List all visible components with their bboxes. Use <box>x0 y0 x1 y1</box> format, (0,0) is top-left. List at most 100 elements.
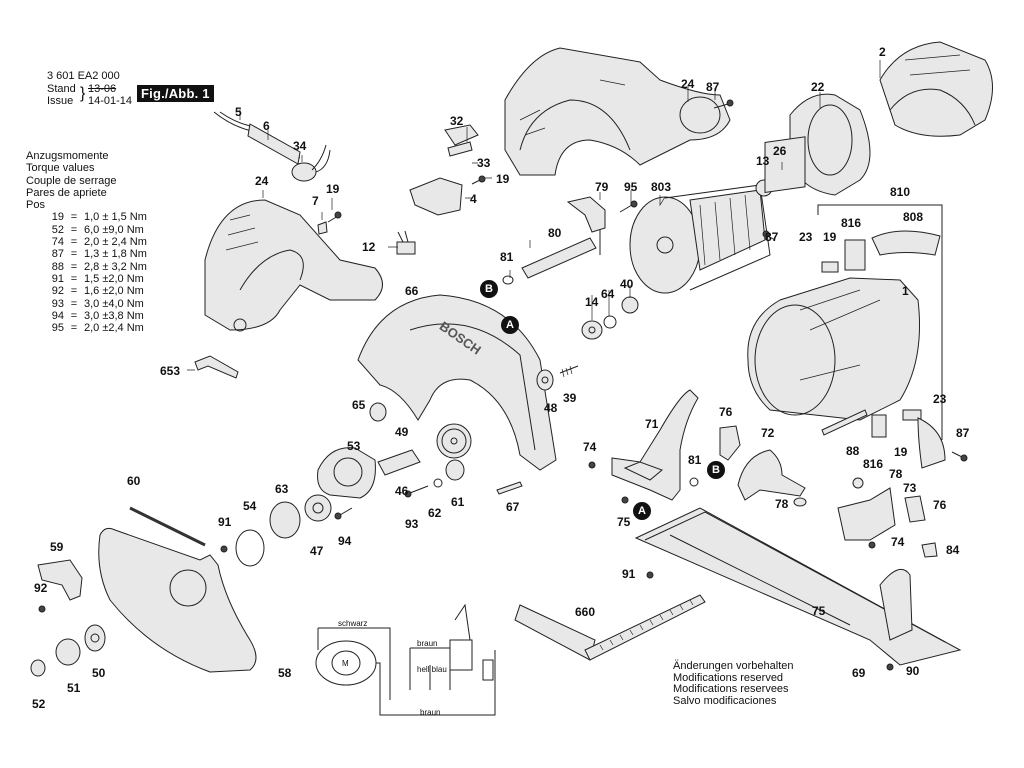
callout-19: 19 <box>894 445 908 459</box>
callout-65: 65 <box>352 398 366 412</box>
cable-clamp <box>291 162 317 182</box>
torque-pos-label: Pos <box>26 199 45 212</box>
stand-value: 13-06 <box>88 83 117 95</box>
callout-67: 67 <box>506 500 520 514</box>
hex-key <box>194 355 239 379</box>
blade-guard-lower <box>98 527 257 673</box>
callout-660: 660 <box>575 605 596 619</box>
callout-74: 74 <box>891 535 905 549</box>
power-cable <box>213 111 301 159</box>
callout-26: 26 <box>773 144 787 158</box>
callout-22: 22 <box>811 80 825 94</box>
bevel-bracket <box>837 487 896 541</box>
part-number: 3 601 EA2 000 <box>47 70 120 82</box>
torque-row: 93=3,0 ±4,0 Nm <box>51 297 144 310</box>
callout-47: 47 <box>310 544 324 558</box>
torque-row: 87=1,3 ± 1,8 Nm <box>51 248 147 261</box>
callout-54: 54 <box>243 499 257 513</box>
callout-95: 95 <box>624 180 638 194</box>
motor-symbol: M <box>342 659 349 668</box>
wire-label-braun-bottom: braun <box>420 708 441 717</box>
torque-row: 88=2,8 ± 3,2 Nm <box>51 260 147 273</box>
callout-90: 90 <box>906 664 920 678</box>
callout-34: 34 <box>293 139 307 153</box>
callout-33: 33 <box>477 156 491 170</box>
callout-76: 76 <box>719 405 733 419</box>
callout-19: 19 <box>496 172 510 186</box>
callout-59: 59 <box>50 540 64 554</box>
callout-76: 76 <box>933 498 947 512</box>
callout-87: 87 <box>956 426 970 440</box>
note-de: Änderungen vorbehalten <box>673 660 794 672</box>
callout-32: 32 <box>450 114 464 128</box>
switch <box>409 177 463 216</box>
callout-71: 71 <box>645 417 659 431</box>
callout-75: 75 <box>812 604 826 618</box>
callout-48: 48 <box>544 401 558 415</box>
figure-label: Fig./Abb. 1 <box>137 85 214 102</box>
callout-62: 62 <box>428 506 442 520</box>
issue-value: 14-01-14 <box>88 95 133 107</box>
callout-52: 52 <box>32 697 46 711</box>
callout-88: 88 <box>846 444 860 458</box>
torque-row: 52=6,0 ±9,0 Nm <box>51 223 144 236</box>
callout-803: 803 <box>651 180 672 194</box>
callout-2: 2 <box>879 45 886 59</box>
callout-14: 14 <box>585 295 599 309</box>
wiring-diagram <box>315 603 496 716</box>
callout-94: 94 <box>338 534 352 548</box>
brace-icon: } <box>80 85 86 102</box>
note-es: Salvo modificaciones <box>673 694 777 707</box>
callout-24: 24 <box>681 77 695 91</box>
stand-label: Stand <box>47 83 76 95</box>
callout-87: 87 <box>706 80 720 94</box>
callout-653: 653 <box>160 364 181 378</box>
torque-title-de: Anzugsmomente <box>26 150 109 162</box>
callout-39: 39 <box>563 391 577 405</box>
callout-60: 60 <box>127 474 141 488</box>
torque-row: 19=1,0 ± 1,5 Nm <box>51 211 147 224</box>
callout-87: 87 <box>765 230 779 244</box>
callout-7: 7 <box>312 194 319 208</box>
callout-73: 73 <box>903 481 917 495</box>
torque-table: Anzugsmomente Torque values Couple de se… <box>26 150 147 334</box>
callout-61: 61 <box>451 495 465 509</box>
callout-23: 23 <box>799 230 813 244</box>
callout-23: 23 <box>933 392 947 406</box>
callout-93: 93 <box>405 517 419 531</box>
motor-housing <box>747 277 920 421</box>
bearing-flange <box>317 447 376 499</box>
modifications-note: Änderungen vorbehalten Modifications res… <box>673 660 794 707</box>
callout-51: 51 <box>67 681 81 695</box>
marker-a: A <box>633 502 651 520</box>
housing-top <box>504 47 731 176</box>
fan <box>629 196 701 294</box>
issue-label: Issue <box>47 95 74 107</box>
callout-1: 1 <box>902 284 909 298</box>
wire-label-schwarz: schwarz <box>338 619 368 628</box>
callout-816: 816 <box>841 216 862 230</box>
callout-91: 91 <box>218 515 232 529</box>
base-plate <box>634 507 962 666</box>
callout-81: 81 <box>500 250 514 264</box>
callout-19: 19 <box>823 230 837 244</box>
callout-78: 78 <box>775 497 789 511</box>
callout-4: 4 <box>470 192 477 206</box>
torque-row: 94=3,0 ±3,8 Nm <box>51 309 144 322</box>
callout-808: 808 <box>903 210 924 224</box>
armature <box>689 189 766 271</box>
callout-79: 79 <box>595 180 609 194</box>
callout-58: 58 <box>278 666 292 680</box>
callout-63: 63 <box>275 482 289 496</box>
spring <box>129 506 206 547</box>
torque-row: 91=1,5 ±2,0 Nm <box>51 272 144 285</box>
torque-title-fr: Couple de serrage <box>26 174 117 187</box>
torque-row: 95=2,0 ±2,4 Nm <box>51 322 144 335</box>
callout-72: 72 <box>761 426 775 440</box>
callout-64: 64 <box>601 287 615 301</box>
callout-40: 40 <box>620 277 634 291</box>
callout-74: 74 <box>583 440 597 454</box>
torque-row: 74=2,0 ± 2,4 Nm <box>51 236 147 249</box>
callout-24: 24 <box>255 174 269 188</box>
